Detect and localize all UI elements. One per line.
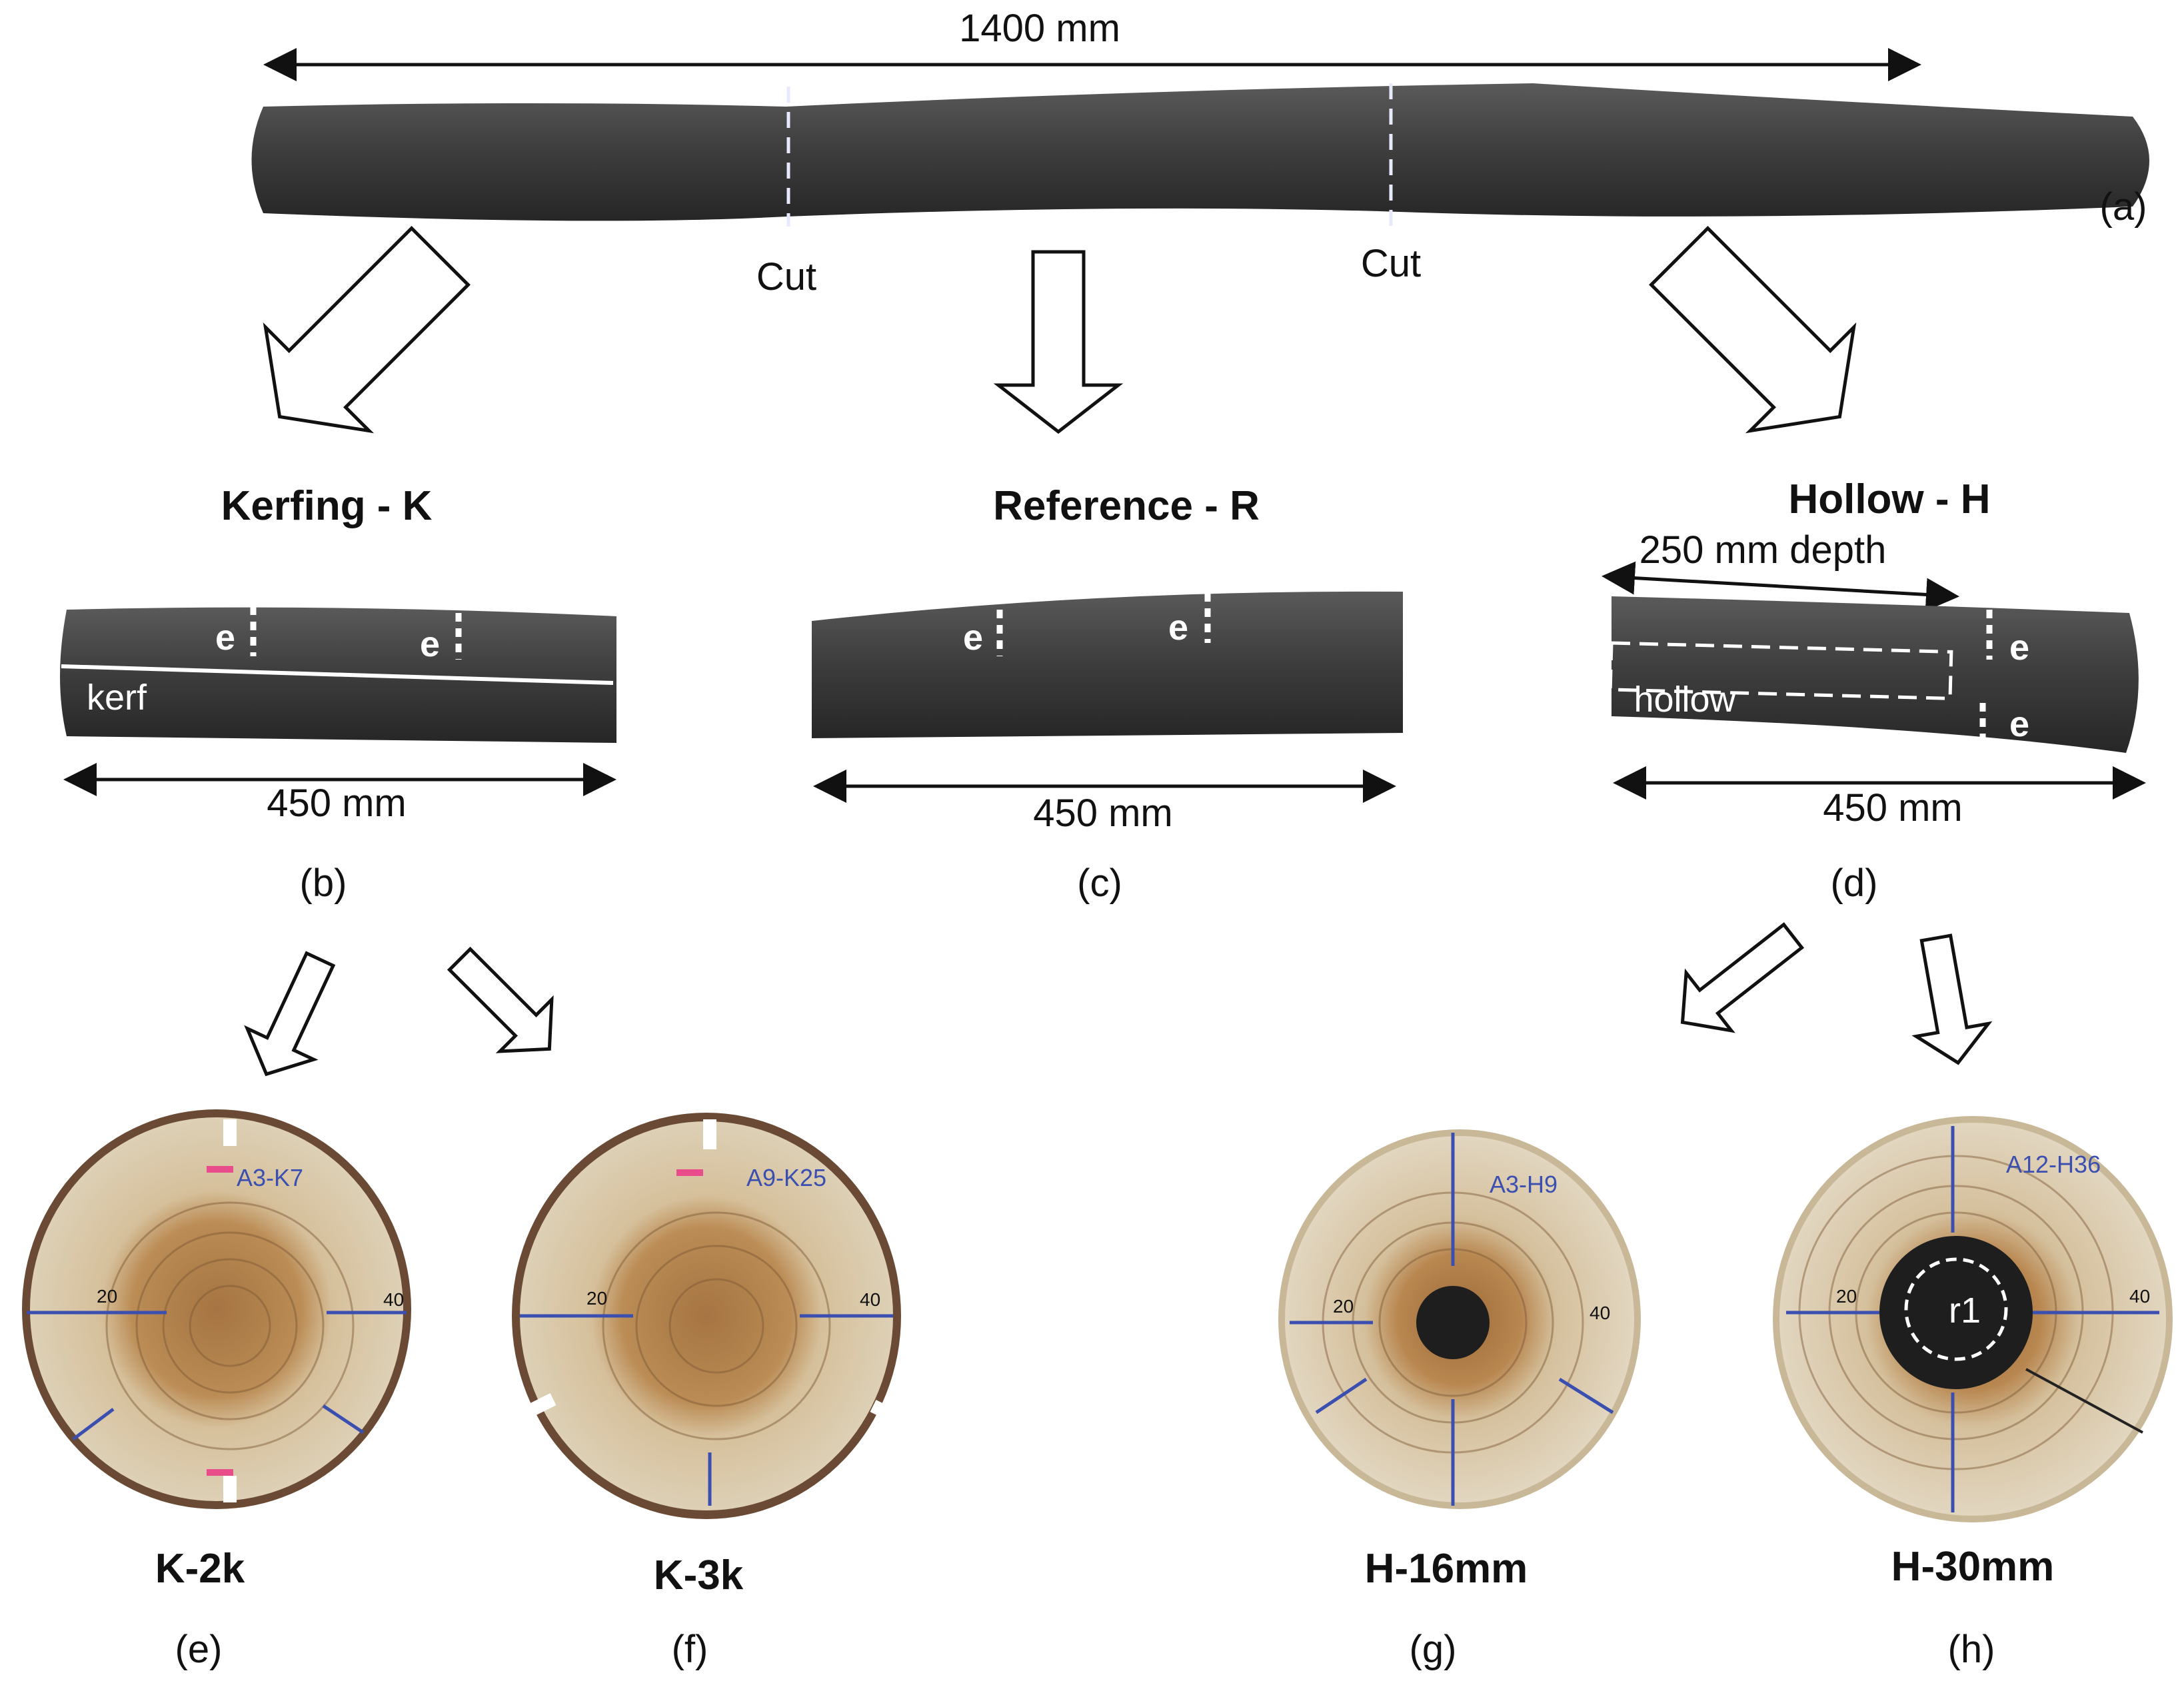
arrow-to-disc-h (1911, 933, 1993, 1065)
reference-title: Reference - R (993, 483, 1260, 529)
arrow-to-disc-f (447, 946, 554, 1053)
arrow-to-hollow (1649, 226, 1857, 434)
e-label-k2: e (420, 624, 440, 664)
disc-e-marking: A3-K7 (237, 1164, 303, 1191)
e-label-r2: e (1168, 608, 1188, 648)
e-label-r1: e (963, 618, 983, 658)
panel-label-b: (b) (300, 861, 347, 905)
kerfing-title: Kerfing - K (221, 483, 433, 529)
reference-log (812, 591, 1403, 738)
disc-h-radius-label: r1 (1949, 1291, 1981, 1331)
disc-g-name: H-16mm (1365, 1546, 1528, 1592)
disc-h-tick-a: 20 (1836, 1286, 1857, 1307)
hollow-log (1612, 596, 2139, 753)
hollow-title: Hollow - H (1788, 476, 1990, 522)
disc-h-marking: A12-H36 (2006, 1151, 2101, 1178)
disc-e-tick-b: 40 (383, 1289, 404, 1310)
hollow-cavity-outline (1608, 641, 1953, 700)
panel-label-d: (d) (1831, 861, 1878, 905)
disc-f-name: K-3k (654, 1552, 744, 1598)
disc-f-wood (520, 1121, 893, 1510)
disc-e-wood (30, 1117, 403, 1501)
disc-e-name: K-2k (155, 1546, 245, 1592)
panel-label-h: (h) (1948, 1628, 1995, 1671)
arrow-to-disc-g (1680, 922, 1805, 1033)
disc-g-tick-b: 40 (1590, 1303, 1610, 1323)
hollow-length-label: 450 mm (1823, 786, 1963, 830)
e-label-h1: e (2009, 628, 2029, 668)
panel-label-e: (e) (175, 1628, 223, 1671)
disc-g-marking: A3-H9 (1490, 1171, 1558, 1198)
full-log-group: 1400 mm Cut Cut (a) (251, 7, 2149, 298)
panel-label-g: (g) (1410, 1628, 1457, 1671)
e-label-h2: e (2009, 704, 2029, 744)
kerf-slot-f2 (523, 1393, 556, 1418)
arrow-to-disc-e (244, 951, 336, 1077)
disc-f-tick-a: 20 (586, 1288, 607, 1309)
disc-h-30mm: r1 A12-H36 20 40 H-30mm (h) (1773, 1116, 2173, 1671)
disc-h-name: H-30mm (1891, 1544, 2055, 1590)
disc-h-hole (1879, 1236, 2033, 1389)
reference-length-label: 450 mm (1033, 792, 1173, 835)
disc-g-tick-a: 20 (1333, 1296, 1354, 1317)
panel-label-a: (a) (2100, 185, 2147, 229)
disc-h-tick-b: 40 (2129, 1286, 2150, 1307)
kerf-slot-f3 (870, 1400, 903, 1425)
kerf-line (61, 664, 614, 685)
cut-label-right: Cut (1361, 242, 1421, 285)
disc-h-radius-circle (1904, 1257, 2008, 1361)
full-length-label: 1400 mm (959, 7, 1120, 50)
disc-h-16mm: A3-H9 20 40 H-16mm (g) (1278, 1129, 1641, 1671)
disc-k-3k: A9-K25 20 40 K-3k (f) (512, 1113, 903, 1671)
hollow-label: hollow (1634, 680, 1736, 720)
e-label-k1: e (215, 618, 235, 658)
cut-label-left: Cut (756, 255, 816, 298)
hollow-section: Hollow - H 250 mm depth e e hollow 450 m… (1602, 476, 2146, 905)
kerfing-section: Kerfing - K e e kerf 450 mm (b) (60, 483, 616, 905)
disc-k-2k: A3-K7 20 40 K-2k (e) (22, 1109, 411, 1671)
disc-e-tick-a: 20 (97, 1286, 117, 1307)
full-log (251, 83, 2149, 221)
panel-label-c: (c) (1077, 861, 1122, 905)
kerfing-length-label: 450 mm (267, 782, 407, 825)
disc-g-hole (1416, 1286, 1490, 1359)
disc-f-marking: A9-K25 (746, 1164, 826, 1191)
arrow-to-kerfing (263, 226, 471, 434)
kerf-label: kerf (87, 678, 147, 718)
disc-f-tick-b: 40 (860, 1289, 880, 1310)
arrow-to-reference (993, 250, 1124, 434)
hollow-depth-arrow (1602, 561, 1959, 612)
reference-section: Reference - R e e 450 mm (c) (812, 483, 1403, 905)
hollow-depth-label: 250 mm depth (1639, 528, 1887, 572)
panel-label-f: (f) (672, 1628, 708, 1671)
